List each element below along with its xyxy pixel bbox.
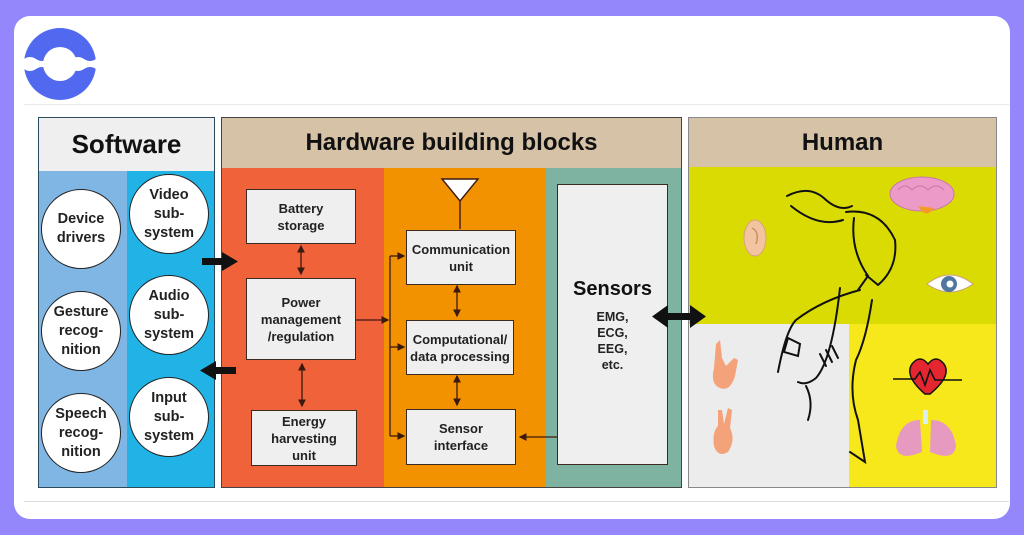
battery-storage-block: Battery storage xyxy=(246,189,356,244)
sensor-types: EMG, ECG, EEG, etc. xyxy=(596,309,629,372)
sensors-block: Sensors EMG, ECG, EEG, etc. xyxy=(557,184,668,465)
gesture-recognition-node: Gesture recog- nition xyxy=(41,291,121,371)
header-divider xyxy=(24,104,1009,105)
audio-subsystem-node: Audio sub- system xyxy=(129,275,209,355)
human-panel: Human xyxy=(688,117,997,488)
power-management-block: Power management /regulation xyxy=(246,278,356,360)
software-panel: Software Device drivers Gesture recog- n… xyxy=(38,117,215,488)
video-subsystem-node: Video sub- system xyxy=(129,174,209,254)
software-title: Software xyxy=(39,118,214,172)
computational-block: Computational/ data processing xyxy=(406,320,514,375)
sensors-column: Sensors EMG, ECG, EEG, etc. xyxy=(546,168,681,487)
human-vitals-area xyxy=(849,324,996,487)
hardware-title: Hardware building blocks xyxy=(222,118,681,168)
software-left-column: Device drivers Gesture recog- nition Spe… xyxy=(39,171,127,487)
software-right-column: Video sub- system Audio sub- system Inpu… xyxy=(127,171,214,487)
human-title: Human xyxy=(689,118,996,167)
device-drivers-node: Device drivers xyxy=(41,189,121,269)
processing-column: Communication unit Computational/ data p… xyxy=(384,168,546,487)
human-gestures-area xyxy=(689,324,849,487)
speech-recognition-node: Speech recog- nition xyxy=(41,393,121,473)
hardware-panel: Hardware building blocks Battery storage… xyxy=(221,117,682,488)
input-subsystem-node: Input sub- system xyxy=(129,377,209,457)
sensor-interface-block: Sensor interface xyxy=(406,409,516,465)
power-column: Battery storage Power management /regula… xyxy=(222,168,384,487)
footer-divider xyxy=(24,501,1009,502)
human-senses-area xyxy=(689,167,996,324)
sensors-title: Sensors xyxy=(573,277,652,300)
communication-unit-block: Communication unit xyxy=(406,230,516,285)
lifebuoy-logo-icon[interactable] xyxy=(24,28,96,100)
energy-harvesting-block: Energy harvesting unit xyxy=(251,410,357,466)
